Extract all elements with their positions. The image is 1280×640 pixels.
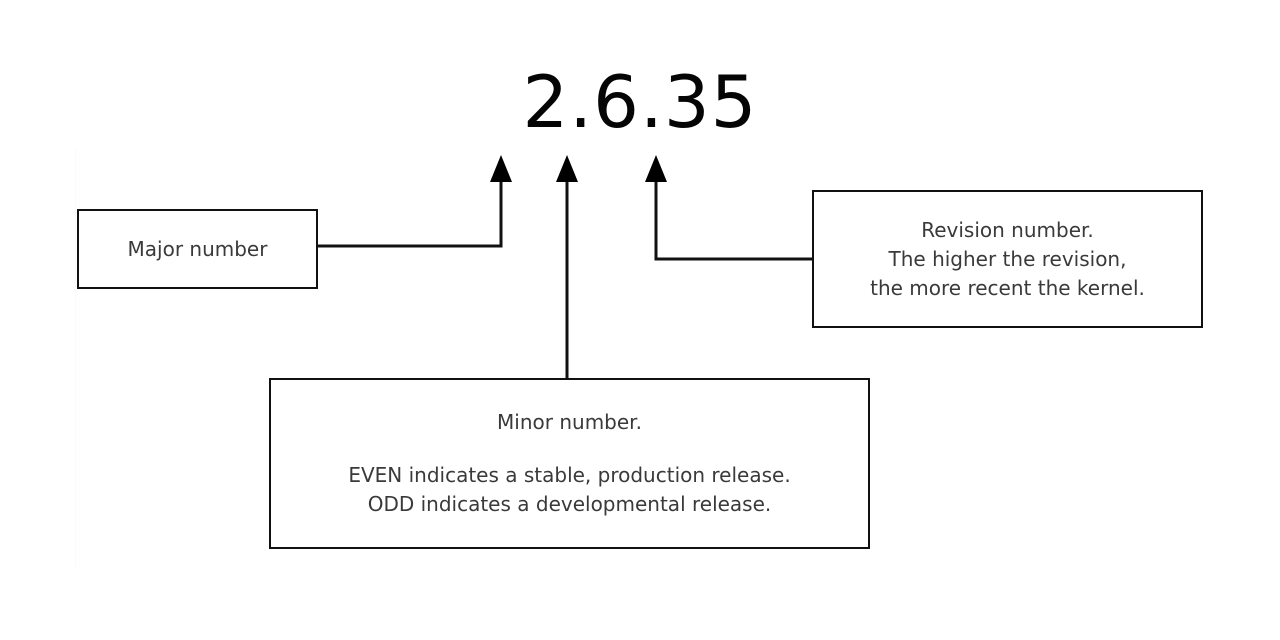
minor-callout-line-1: Minor number. [497,410,642,434]
major-connector [317,155,512,248]
minor-callout-line-3: ODD indicates a developmental release. [367,492,772,516]
kernel-version-label: 2.6.35 [522,60,758,144]
arrowhead-minor [556,155,578,182]
minor-number-callout: Minor number. EVEN indicates a stable, p… [269,378,870,549]
arrowhead-major [490,155,512,182]
revision-number-callout: Revision number. The higher the revision… [812,190,1203,328]
revision-callout-line-1: Revision number. [921,217,1094,242]
revision-callout-line-2: The higher the revision, [888,246,1127,271]
minor-callout-line-2: EVEN indicates a stable, production rele… [348,463,791,487]
minor-connector [556,155,578,378]
scan-edge-artifact [75,148,76,568]
arrowhead-revision [645,155,667,182]
revision-callout-line-3: the more recent the kernel. [870,275,1145,300]
revision-connector [645,155,812,261]
major-callout-line-1: Major number [127,236,268,261]
major-number-callout: Major number [77,209,318,289]
